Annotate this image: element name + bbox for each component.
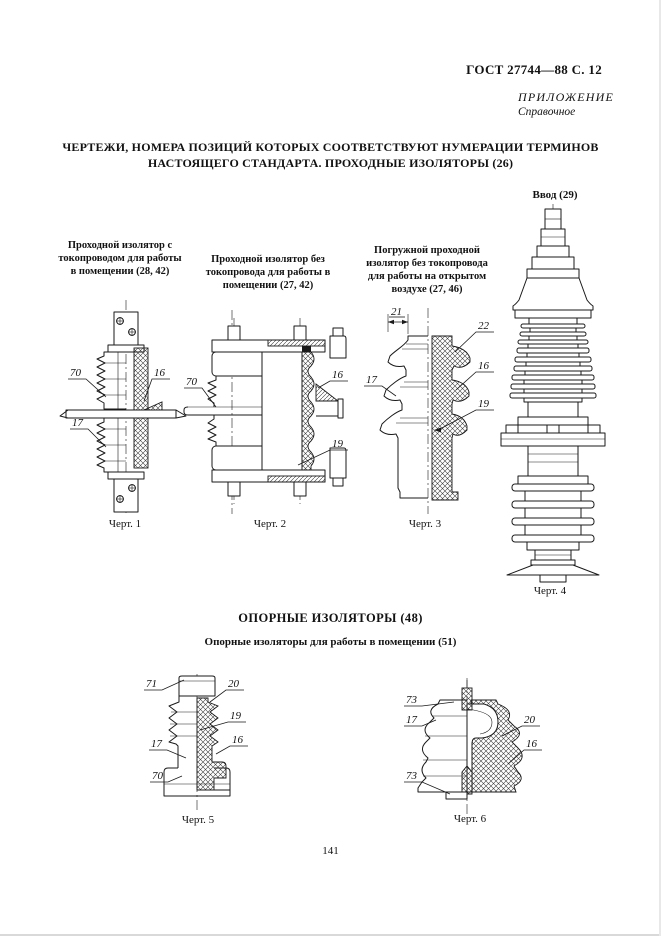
page-title-line1: ЧЕРТЕЖИ, НОМЕРА ПОЗИЦИЙ КОТОРЫХ СООТВЕТС… bbox=[62, 140, 599, 154]
callout-73: 73 bbox=[406, 694, 418, 706]
callout-17: 17 bbox=[366, 374, 378, 386]
figure-2-label: Черт. 2 bbox=[253, 518, 287, 530]
callout-70: 70 bbox=[186, 376, 198, 388]
annex-label: ПРИЛОЖЕНИЕ bbox=[518, 90, 614, 104]
callout-17: 17 bbox=[151, 738, 163, 750]
callout-16: 16 bbox=[154, 367, 166, 379]
callout-20: 20 bbox=[524, 714, 536, 726]
annex-block: ПРИЛОЖЕНИЕ Справочное bbox=[518, 90, 614, 120]
figure-4-label: Черт. 4 bbox=[533, 585, 567, 597]
page-title: ЧЕРТЕЖИ, НОМЕРА ПОЗИЦИЙ КОТОРЫХ СООТВЕТС… bbox=[0, 139, 661, 171]
figure-3-label: Черт. 3 bbox=[408, 518, 442, 530]
callout-71: 71 bbox=[146, 678, 157, 690]
figure-6-drawing: 73 17 20 16 73 bbox=[404, 678, 542, 816]
callout-73-bottom: 73 bbox=[406, 770, 418, 782]
figure-3-drawing: 21 22 16 19 17 bbox=[364, 306, 494, 514]
figure-5-drawing: 71 20 19 17 16 70 bbox=[144, 674, 248, 812]
callout-16: 16 bbox=[526, 738, 538, 750]
callout-21: 21 bbox=[391, 306, 402, 318]
figure-2-drawing: 70 16 19 bbox=[183, 310, 348, 514]
callout-20: 20 bbox=[228, 678, 240, 690]
figure-1-drawing: 70 16 17 bbox=[59, 300, 187, 514]
page-title-line2: НАСТОЯЩЕГО СТАНДАРТА. ПРОХОДНЫЕ ИЗОЛЯТОР… bbox=[147, 156, 514, 170]
callout-16: 16 bbox=[332, 369, 344, 381]
callout-70: 70 bbox=[152, 770, 164, 782]
section-subheading: Опорные изоляторы для работы в помещении… bbox=[204, 636, 457, 648]
standard-ref: ГОСТ 27744—88 С. 12 bbox=[466, 62, 602, 77]
figure-1-caption: Проходной изолятор с токопроводом для ра… bbox=[58, 240, 182, 277]
callout-70: 70 bbox=[70, 367, 82, 379]
callout-17: 17 bbox=[406, 714, 418, 726]
figure-2-caption: Проходной изолятор без токопровода для р… bbox=[205, 254, 331, 291]
callout-22: 22 bbox=[478, 320, 490, 332]
callout-19: 19 bbox=[332, 438, 344, 450]
figure-4-drawing bbox=[500, 204, 606, 583]
callout-16: 16 bbox=[478, 360, 490, 372]
figure-1-label: Черт. 1 bbox=[108, 518, 142, 530]
figure-5-label: Черт. 5 bbox=[181, 814, 215, 826]
figure-6-label: Черт. 6 bbox=[453, 813, 487, 825]
annex-note: Справочное bbox=[518, 106, 576, 118]
section-heading: ОПОРНЫЕ ИЗОЛЯТОРЫ (48) bbox=[238, 611, 423, 625]
callout-16: 16 bbox=[232, 734, 244, 746]
callout-19: 19 bbox=[478, 398, 490, 410]
callout-17: 17 bbox=[72, 417, 84, 429]
page-number: 141 bbox=[322, 845, 339, 857]
callout-19: 19 bbox=[230, 710, 242, 722]
figure-4-caption: Ввод (29) bbox=[532, 189, 578, 201]
figure-3-caption: Погружной проходной изолятор без токопро… bbox=[366, 245, 488, 295]
